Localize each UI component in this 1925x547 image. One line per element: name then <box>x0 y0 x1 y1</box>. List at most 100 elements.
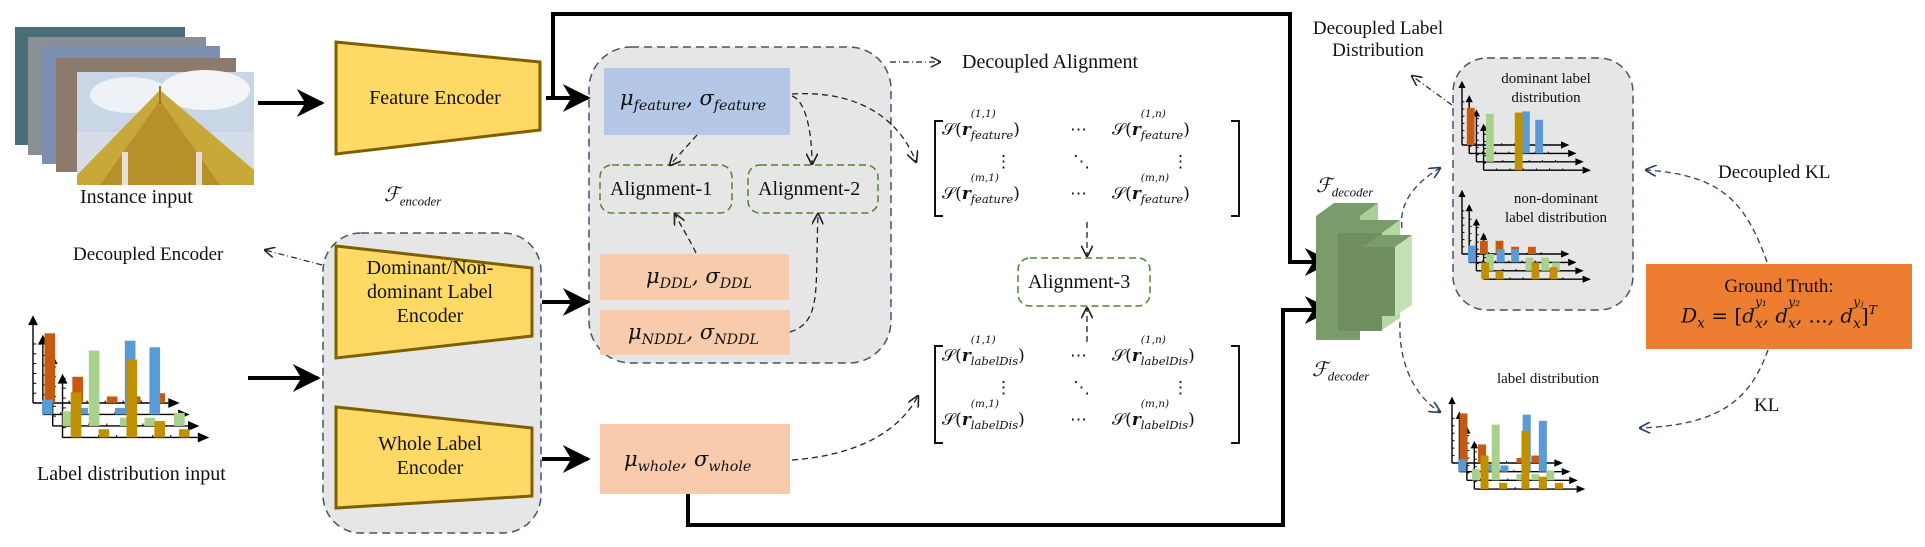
axis-arrowhead <box>1465 204 1473 212</box>
axis-arrowhead <box>1465 95 1473 103</box>
alignment-1-box <box>599 164 733 214</box>
axis-arrowhead <box>1458 189 1466 197</box>
bar <box>178 429 190 438</box>
bar <box>44 333 56 403</box>
whole-encoder-shape <box>334 405 534 510</box>
matrix-hdots: ⋯ <box>1070 184 1087 204</box>
axis-arrowhead <box>1575 267 1584 275</box>
decoupled-kl-label: Decoupled KL <box>1718 162 1831 183</box>
alignment-1-label: Alignment-1 <box>610 178 713 200</box>
axis-arrowhead <box>1569 476 1578 485</box>
bar <box>1516 474 1525 481</box>
matrix-hdots: ⋯ <box>1070 410 1087 430</box>
feature-to-alignment2-arrow <box>791 95 812 164</box>
bar <box>1546 470 1555 481</box>
axis-arrowhead <box>168 398 180 408</box>
bar <box>1486 113 1494 162</box>
bar <box>1514 112 1523 171</box>
axis-arrowhead <box>1582 275 1591 283</box>
alignment-3-label: Alignment-3 <box>1028 271 1131 293</box>
bar <box>1541 257 1549 271</box>
decoupled-encoder-pointer <box>265 250 323 266</box>
ddl-latent-box <box>600 254 789 300</box>
bar <box>62 411 74 426</box>
matrix-cell: 𝒮(r(1,1)feature) <box>942 108 1020 143</box>
axis-arrowhead <box>1458 80 1466 88</box>
bar <box>154 421 166 438</box>
matrix-vdots: ⋮ <box>995 378 1012 398</box>
alignment-2-label: Alignment-2 <box>758 178 861 200</box>
bar <box>1525 257 1534 271</box>
whole-latent-label: μwhole, σwhole <box>624 447 752 475</box>
ground-truth-title: Ground Truth: <box>1724 276 1834 297</box>
matrix-cell: 𝒮(r(1,1)labelDis) <box>942 334 1025 369</box>
nddl-to-alignment2-arrow <box>789 214 818 333</box>
label-distribution-input-label: Label distribution input <box>37 463 226 485</box>
matrix-ddots: ⋱ <box>1073 152 1090 172</box>
bar <box>1531 262 1540 280</box>
bar <box>1549 267 1558 280</box>
bar <box>1486 254 1494 271</box>
decoupled-label-distribution-pointer <box>1412 76 1453 106</box>
bar <box>1552 262 1560 271</box>
nddl-latent-box <box>600 310 790 355</box>
bar <box>88 350 100 426</box>
axis-arrowhead <box>1561 141 1570 149</box>
bar <box>70 392 82 438</box>
axis-arrowhead <box>1575 158 1584 166</box>
bar <box>1468 245 1476 263</box>
bar <box>72 376 84 403</box>
bar <box>1480 240 1488 254</box>
whole-latent-box <box>600 424 790 494</box>
matrix-ddots: ⋱ <box>1073 378 1090 398</box>
decoupled-alignment-label: Decoupled Alignment <box>962 51 1139 73</box>
axis-arrowhead <box>1568 258 1577 266</box>
decoupled-kl-arrow <box>1646 170 1768 263</box>
feature-encoder-label: Feature Encoder <box>369 87 501 109</box>
bar <box>106 396 118 403</box>
bar <box>1535 119 1543 154</box>
feature-encoder-shape <box>334 40 542 156</box>
bar <box>1481 262 1489 280</box>
bar <box>1480 455 1489 490</box>
matrix-hdots: ⋯ <box>1070 346 1087 366</box>
bar <box>1496 249 1505 263</box>
bar <box>1511 249 1519 263</box>
bar <box>115 407 126 415</box>
bar <box>1531 474 1540 481</box>
decoupled-encoder-label: Decoupled Encoder <box>73 244 224 265</box>
bar <box>1499 482 1508 490</box>
bar <box>1528 246 1536 254</box>
label-distribution-output-label: label distribution <box>1496 371 1600 387</box>
bar <box>1471 469 1480 481</box>
bar <box>1478 444 1487 463</box>
matrix-cell: 𝒮(r(m,n)labelDis) <box>1112 398 1195 433</box>
matrix-cell: 𝒮(r(m,1)labelDis) <box>942 398 1025 433</box>
bar <box>1466 107 1475 145</box>
bar <box>1522 111 1530 154</box>
bar <box>1459 413 1468 463</box>
f-encoder-symbol: ℱencoder <box>384 182 442 209</box>
bar <box>119 417 131 426</box>
bar <box>1495 240 1504 254</box>
bar <box>1516 458 1525 463</box>
label-distribution-input-chart <box>28 315 210 443</box>
bar <box>1538 420 1547 472</box>
decoupled-label-distribution-label: Decoupled Label Distribution <box>1312 18 1444 61</box>
bar <box>1458 459 1467 472</box>
bar <box>149 347 161 415</box>
decoder-to-label-output-arrow <box>1399 321 1440 412</box>
axis-arrowhead <box>1576 485 1586 493</box>
dominant-encoder-label: Dominant/Non- dominant Label Encoder <box>366 257 494 327</box>
dominant-label-distribution-chart <box>1458 80 1591 174</box>
matrix-cell: 𝒮(r(1,n)feature) <box>1112 108 1190 143</box>
axis-arrowhead <box>1582 166 1591 174</box>
kl-arrow <box>1640 349 1769 428</box>
decoder-blocks <box>1316 203 1412 340</box>
axis-arrowhead <box>1554 459 1563 467</box>
bar <box>98 429 110 438</box>
